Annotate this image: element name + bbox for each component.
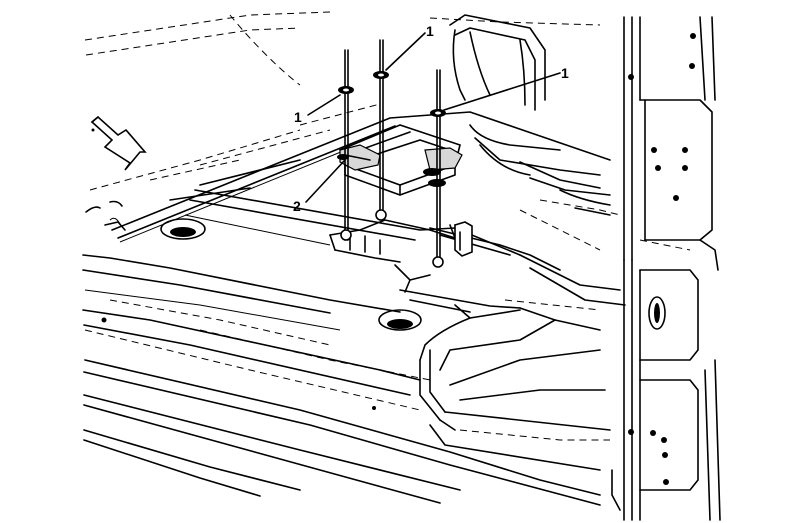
callout-fastener-top: 1 (426, 23, 434, 39)
floor-sill (82, 111, 611, 506)
callout-leaders (305, 32, 561, 203)
restraint-sensing-module (337, 124, 463, 196)
callout-module: 2 (293, 198, 301, 214)
wire-harness-clip (85, 200, 126, 231)
mounting-studs (340, 39, 444, 268)
floor-contours (84, 11, 691, 441)
callout-fastener-right: 1 (561, 65, 569, 81)
fastener-nuts (338, 71, 446, 117)
callout-fastener-left: 1 (294, 109, 302, 125)
body-pillar (611, 16, 721, 521)
module-mounting-bracket (329, 219, 473, 293)
floor-drain-holes (101, 218, 422, 331)
small-rivets (91, 128, 376, 410)
front-direction-arrow (90, 115, 147, 171)
floor-cross-member (399, 14, 626, 471)
